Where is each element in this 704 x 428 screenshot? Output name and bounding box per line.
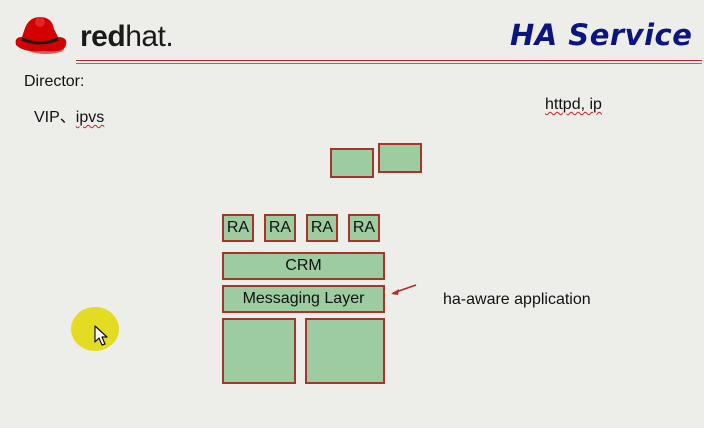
ha-aware-annotation: ha-aware application <box>443 291 591 308</box>
ra-box: RA <box>264 214 296 242</box>
ra-box: RA <box>222 214 254 242</box>
resource-box-2 <box>378 143 422 173</box>
node-box-left <box>222 318 296 384</box>
brand-wordmark: redhat. <box>80 20 174 54</box>
messaging-layer-box: Messaging Layer <box>222 285 385 313</box>
slide-title: HA Service <box>510 18 693 52</box>
mouse-pointer-icon <box>94 325 108 346</box>
ra-box: RA <box>306 214 338 242</box>
resource-box-1 <box>330 148 374 178</box>
crm-box: CRM <box>222 252 385 280</box>
header-rule-secondary <box>76 63 702 64</box>
brand-wordmark-bold: red <box>80 20 126 53</box>
resources-text: httpd, ip <box>545 96 602 113</box>
vip-text: VIP、 <box>34 109 76 126</box>
ipvs-text: ipvs <box>75 109 105 126</box>
ra-box: RA <box>348 214 380 242</box>
brand-wordmark-light: hat. <box>125 20 174 53</box>
vip-line: VIP、ipvs <box>34 103 104 127</box>
header-rule <box>76 60 702 61</box>
redhat-logo-icon <box>15 17 67 54</box>
director-label: Director: <box>24 73 85 90</box>
arrow-icon <box>391 284 417 295</box>
node-box-right <box>305 318 385 384</box>
